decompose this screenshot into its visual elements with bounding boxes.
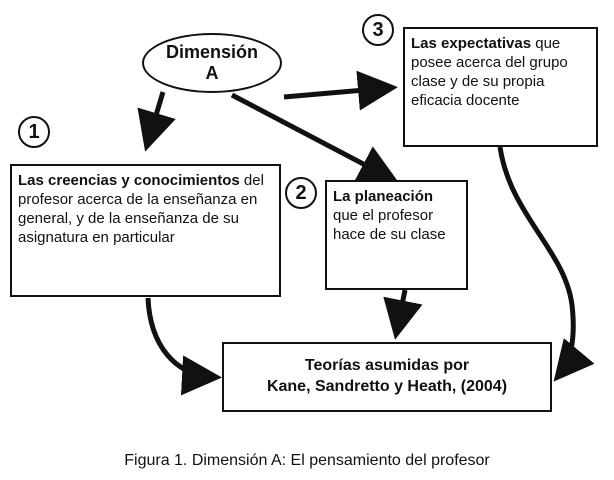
box-expectativas-text: que posee acerca del grupo clase y de su…	[411, 35, 568, 109]
dimension-a-node: Dimensión A	[142, 33, 282, 93]
arrow-dimension-to-planeacion	[230, 92, 399, 183]
box-expectativas-bold: Las expectativas	[411, 35, 532, 52]
box-teorias-line1: Teorías asumidas por	[304, 357, 470, 374]
box-planeacion-bold: La planeación	[333, 188, 434, 205]
box-planeacion: La planeación que el profesor hace de su…	[325, 180, 468, 290]
arrow-dimension-to-creencias	[137, 91, 176, 152]
arrow-creencias-to-teorias	[145, 297, 222, 396]
figure-caption: Figura 1. Dimensión A: El pensamiento de…	[124, 452, 490, 469]
box-creencias: Las creencias y conocimientos del profes…	[10, 164, 281, 297]
number-badge-3-label: 3	[372, 18, 384, 41]
number-badge-1-label: 1	[28, 120, 40, 143]
arrow-dimension-to-expectativas	[283, 70, 398, 111]
box-planeacion-text: que el profesor hace de su clase	[333, 207, 446, 243]
dimension-a-line1: Dimensión	[165, 42, 258, 62]
box-teorias: Teorías asumidas por Kane, Sandretto y H…	[222, 342, 552, 412]
box-teorias-line2: Kane, Sandretto y Heath, (2004)	[266, 378, 508, 395]
dimension-a-line2: A	[205, 63, 219, 83]
arrow-expectativas-to-teorias	[497, 146, 595, 382]
arrow-planeacion-to-teorias	[383, 289, 423, 340]
number-badge-1: 1	[18, 116, 50, 148]
number-badge-2: 2	[285, 177, 317, 209]
box-creencias-text: del profesor acerca de la enseñanza en g…	[18, 172, 264, 246]
box-creencias-bold: Las creencias y conocimientos	[18, 172, 240, 189]
number-badge-3: 3	[362, 14, 394, 46]
number-badge-2-label: 2	[295, 181, 307, 204]
box-expectativas: Las expectativas que posee acerca del gr…	[403, 27, 598, 147]
